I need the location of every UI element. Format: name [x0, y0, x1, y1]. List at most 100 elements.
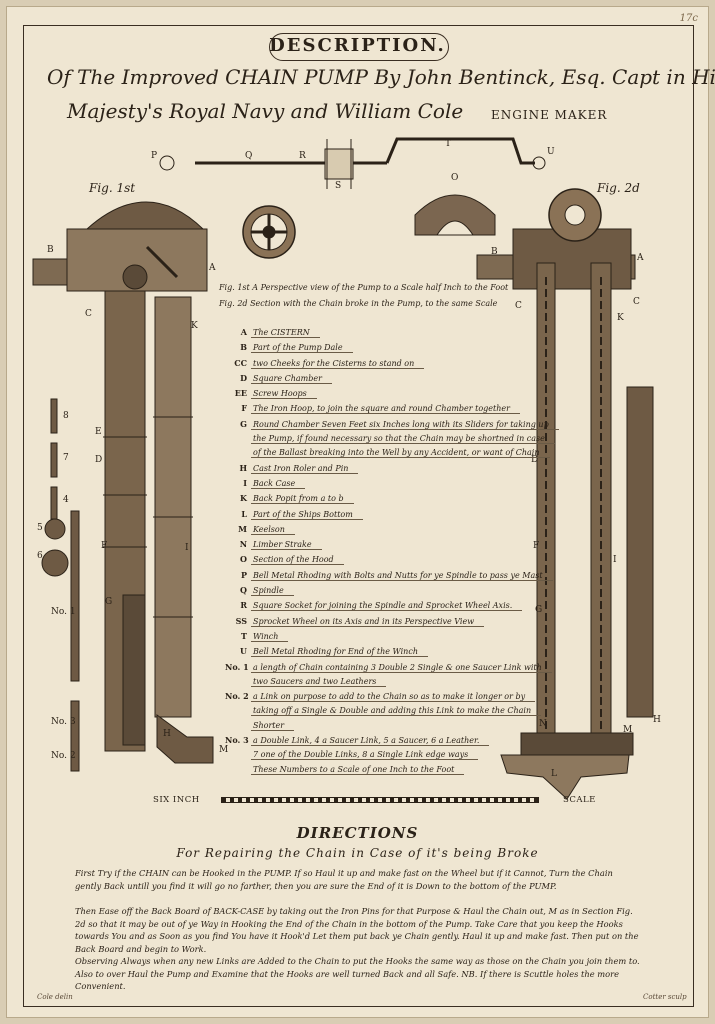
- subtitle-line-1: Of The Improved CHAIN PUMP By John Benti…: [47, 65, 715, 89]
- legend-text: Sprocket Wheel on its Axis and in its Pe…: [251, 616, 485, 627]
- legend-text: Square Socket for joining the Spindle an…: [251, 601, 523, 612]
- label-no-2: No. 2: [51, 751, 76, 761]
- label-b-fig2: B: [491, 247, 498, 257]
- label-s: S: [335, 181, 342, 191]
- label-f-fig1: F: [101, 541, 108, 551]
- legend-key: I: [243, 477, 247, 488]
- pump-drawings: [32, 137, 654, 800]
- legend-text: a Double Link, 4 a Saucer Link, 5 a Sauc…: [251, 736, 490, 747]
- label-num-8: 8: [63, 411, 69, 421]
- label-num-5: 5: [37, 523, 43, 533]
- fig1-label: Fig. 1st: [89, 181, 136, 195]
- directions-subtitle: For Repairing the Chain in Case of it's …: [176, 846, 539, 860]
- legend-row: 7 one of the Double Links, 8 a Single Li…: [225, 748, 525, 762]
- label-e-fig1: E: [95, 427, 102, 437]
- chain-pieces: [41, 398, 80, 772]
- legend-text: a Link on purpose to add to the Chain so…: [251, 692, 536, 703]
- legend-text: Shorter: [251, 720, 295, 731]
- credit-delineator: Cole delin: [37, 993, 73, 1001]
- label-i-fig2: I: [613, 555, 617, 565]
- legend-text: two Saucers and two Leathers: [251, 676, 387, 687]
- archive-number: 17c: [679, 13, 698, 24]
- legend-text: Limber Strake: [251, 540, 322, 551]
- legend-text: Section of the Hood: [251, 555, 344, 566]
- label-c-fig2-right: C: [633, 297, 640, 307]
- legend-text: Bell Metal Rhoding with Bolts and Nutts …: [251, 570, 553, 581]
- legend-key: D: [240, 372, 247, 383]
- credit-engraver: Cotter sculp: [643, 993, 687, 1001]
- legend-row: Shorter: [225, 719, 525, 733]
- legend-text: the Pump, if found necessary so that the…: [251, 434, 555, 445]
- sprocket-wheel: [242, 205, 296, 259]
- fig2-pump-section: [476, 188, 654, 800]
- scale-bar: [221, 797, 539, 803]
- label-d-fig2: D: [531, 455, 539, 465]
- label-d-fig1: D: [95, 455, 103, 465]
- engine-maker-label: ENGINE MAKER: [491, 108, 608, 122]
- legend-key: G: [240, 418, 247, 429]
- directions-title: DIRECTIONS: [296, 824, 419, 842]
- legend-text: taking off a Single & Double and adding …: [251, 706, 542, 717]
- label-f-fig2: F: [533, 541, 540, 551]
- legend-text: Part of the Pump Dale: [251, 343, 353, 354]
- legend-row: two Saucers and two Leathers: [225, 675, 525, 689]
- label-l-fig2: L: [551, 769, 557, 779]
- label-no-1: No. 1: [51, 607, 76, 617]
- legend-text: a length of Chain containing 3 Double 2 …: [251, 662, 552, 673]
- legend-key: B: [240, 342, 247, 353]
- subtitle-line-2: Majesty's Royal Navy and William Cole: [67, 99, 464, 123]
- label-p: P: [151, 151, 158, 161]
- directions-paragraph-2: Then Ease off the Back Board of BACK-CAS…: [75, 906, 639, 954]
- legend-key: L: [241, 508, 247, 519]
- legend-key: No. 2: [225, 691, 249, 702]
- label-num-4: 4: [63, 495, 69, 505]
- legend-text: These Numbers to a Scale of one Inch to …: [251, 764, 465, 775]
- legend-text: Bell Metal Rhoding for End of the Winch: [251, 647, 428, 658]
- legend-key: CC: [234, 357, 247, 368]
- hood-section: [414, 194, 496, 236]
- legend-row: These Numbers to a Scale of one Inch to …: [225, 763, 525, 777]
- label-g-fig2: G: [535, 605, 543, 615]
- legend-key: R: [240, 600, 247, 611]
- legend-text: 7 one of the Double Links, 8 a Single Li…: [251, 750, 479, 761]
- legend-key: A: [240, 327, 247, 337]
- legend-row: A The CISTERN: [225, 325, 525, 340]
- label-o: O: [451, 173, 459, 183]
- label-i-fig1: I: [185, 543, 189, 553]
- label-k-fig2: K: [617, 313, 624, 323]
- label-a-fig1: A: [209, 263, 216, 273]
- engraving-sheet: 17c DESCRIPTION. Of The Improved CHAIN P…: [6, 6, 715, 1018]
- legend-text: Back Case: [251, 478, 306, 489]
- legend-key: K: [240, 493, 247, 504]
- legend-text: Square Chamber: [251, 373, 332, 384]
- label-num-7: 7: [63, 453, 69, 463]
- legend-text: The CISTERN: [251, 328, 320, 338]
- fig2-caption: Fig. 2d Section with the Chain broke in …: [219, 299, 498, 308]
- label-num-6: 6: [37, 551, 43, 561]
- directions-paragraph-3: Observing Always when any new Links are …: [75, 956, 640, 991]
- spindle-assembly: [159, 137, 546, 189]
- legend-key: No. 3: [225, 735, 249, 746]
- legend-key: H: [239, 462, 247, 473]
- legend-row: R Square Socket for joining the Spindle a…: [225, 598, 525, 613]
- page-title: DESCRIPTION.: [269, 35, 446, 56]
- legend-text: of the Ballast breaking into the Well by…: [251, 448, 550, 459]
- scale-left-label: SIX INCH: [153, 795, 200, 805]
- plate-border: [23, 25, 694, 1007]
- label-m-fig1: M: [219, 745, 229, 755]
- legend-row: taking off a Single & Double and adding …: [225, 704, 542, 718]
- title-cartouche: [269, 33, 449, 61]
- legend-row: the Pump, if found necessary so that the…: [225, 432, 555, 446]
